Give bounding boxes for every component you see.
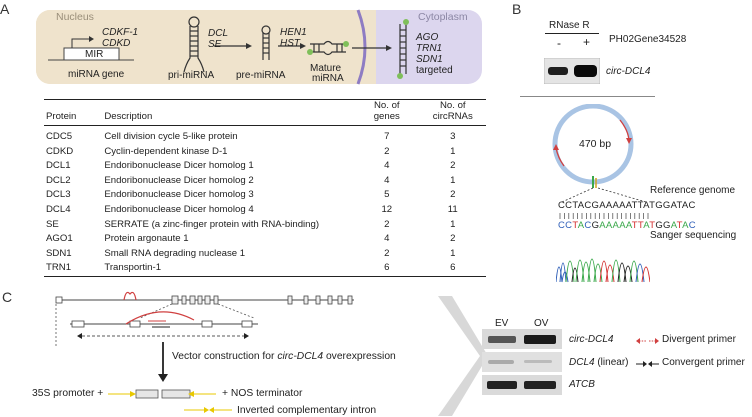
inverted-intron-label: Inverted complementary intron [237, 405, 377, 416]
pre-mirna-hairpin [261, 25, 271, 60]
gel-band-plus [574, 65, 597, 77]
nuclear-membrane [356, 9, 367, 85]
reference-genome-label: Reference genome [650, 185, 736, 196]
cytoplasm-compartment [352, 10, 482, 84]
hen1-label: HEN1 [280, 27, 307, 38]
pri-mirna-label: pri-miRNA [168, 70, 215, 81]
panel-c-label: C [2, 289, 13, 305]
divergent-primer-label: Divergent primer [662, 334, 736, 345]
sanger-chromatogram [556, 258, 650, 283]
promoter-label: 35S promoter + [32, 388, 104, 399]
ov-label: OV [534, 318, 549, 329]
gel-circ-dcl4-label: circ-DCL4 [569, 334, 614, 345]
gel-band-atcb-ev [487, 381, 517, 389]
mature-mirna-duplex [310, 40, 346, 56]
circ-rna-diagram [552, 104, 634, 188]
nucleus-label: Nucleus [56, 11, 94, 23]
header-protein: Protein [46, 111, 77, 122]
pri-mirna-hairpin [183, 16, 205, 73]
gel-band-minus [548, 67, 568, 75]
seq-match-ticks [559, 213, 649, 219]
gel-dcl4-linear-label: DCL4 (linear) [569, 357, 629, 368]
sdn1-label: SDN1 [416, 54, 443, 65]
hst-label: HST [280, 38, 300, 49]
convergent-primer-label: Convergent primer [662, 357, 745, 368]
sanger-sequencing-label: Sanger sequencing [650, 230, 737, 241]
targeted-label: targeted [416, 65, 453, 76]
construct-exon-1 [135, 389, 159, 399]
rnase-r-gel [544, 58, 600, 84]
construct-exon-2 [161, 389, 191, 399]
panel-a-label: A [0, 1, 10, 17]
gel-atcb-label: ATCB [569, 379, 595, 390]
convergent-primer-icon [636, 361, 659, 367]
rnase-r-bar [545, 33, 599, 34]
reference-seq: CCTACGAAAAATTATGGATAC [558, 200, 696, 211]
cdkf1-label: CDKF-1 [102, 27, 139, 38]
chevron-shape [438, 296, 488, 416]
cytoplasm-label: Cytoplasm [418, 11, 468, 23]
ev-label: EV [495, 318, 509, 329]
mature-label-1: Mature [310, 63, 342, 74]
gel-band-linear-ev [488, 360, 514, 364]
gel-band-linear-ov [524, 360, 552, 363]
minus-label: - [557, 36, 561, 50]
junction-dashed-lines [561, 187, 647, 203]
rnase-r-label: RNase R [549, 20, 590, 31]
ago-label: AGO [416, 32, 439, 43]
dcl-label: DCL [208, 28, 229, 39]
mature-label-2: miRNA [312, 73, 344, 84]
mirna-gene-label: miRNA gene [68, 69, 125, 80]
cytoplasm-mirna [399, 24, 407, 74]
mir-label: MIR [85, 49, 104, 60]
gel-band-circ-ev [488, 336, 516, 343]
gel-band-circ-ov [524, 335, 556, 344]
pre-mirna-label: pre-miRNA [236, 70, 286, 81]
panel-b-divider [520, 96, 655, 97]
panel-b-label: B [512, 1, 522, 17]
vector-construction-diagram [55, 291, 354, 413]
gel-band-atcb-ov [524, 381, 556, 389]
divergent-primer-icon [636, 338, 659, 344]
mirna-pathway-diagram [36, 9, 482, 85]
se-label: SE [208, 39, 222, 50]
cdkd-label: CDKD [102, 38, 131, 49]
trn1-label: TRN1 [416, 43, 443, 54]
sanger-seq: CCTACGAAAAATTATGGATAC [558, 220, 696, 231]
circ-dcl4-gel-label: circ-DCL4 [606, 66, 651, 77]
circ-size-label: 470 bp [579, 138, 612, 150]
gene-id-label: PH02Gene34528 [609, 34, 687, 45]
overexpression-gel [482, 329, 562, 395]
terminator-label: + NOS terminator [222, 388, 303, 399]
vector-construction-label: Vector construction for circ-DCL4 overex… [172, 351, 396, 362]
header-description: Description [104, 111, 153, 122]
plus-label: + [583, 35, 591, 49]
